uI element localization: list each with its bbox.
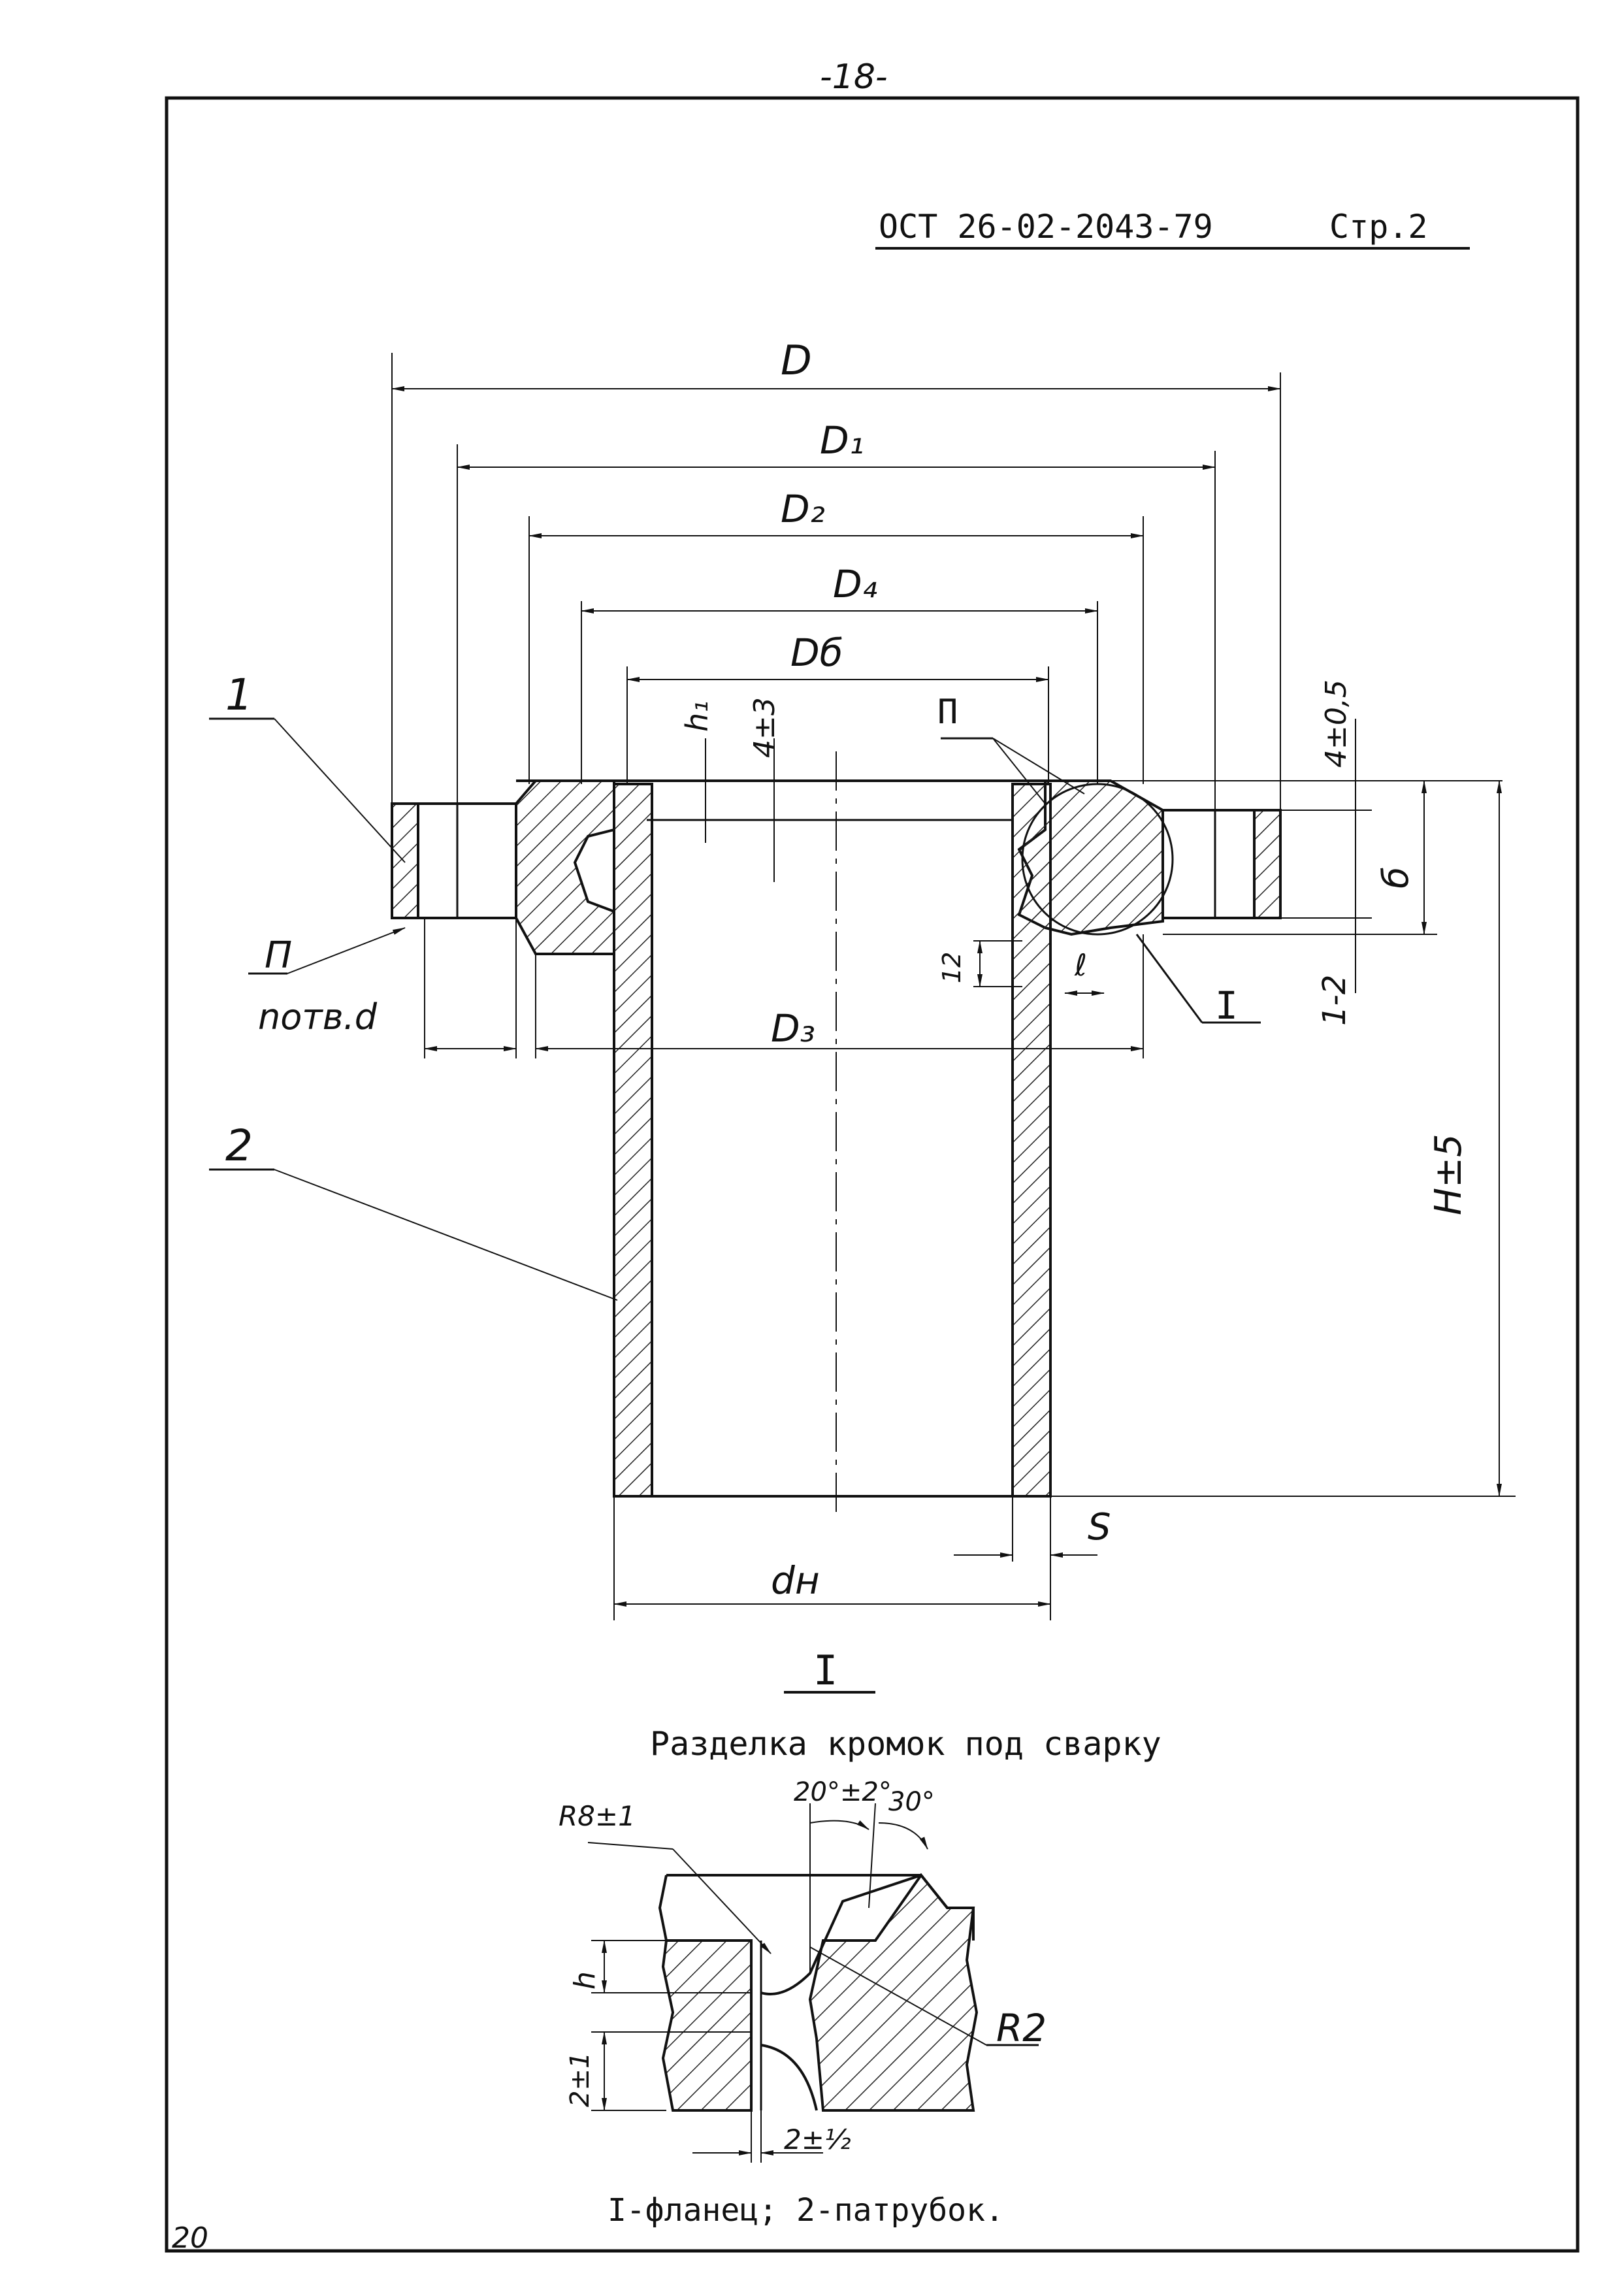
- dim-H: H±5: [1427, 1134, 1470, 1215]
- sheet-page: Стр.2: [1329, 208, 1428, 246]
- callout-weld-right: П: [937, 693, 958, 732]
- callout-weld-left: П: [265, 934, 293, 977]
- dim-12: 12: [937, 951, 966, 983]
- main-drawing: [209, 353, 1516, 1620]
- dim-1-2: 1-2: [1316, 974, 1353, 1026]
- standard-number: ОСТ 26-02-2043-79: [879, 208, 1213, 246]
- page-number: -18-: [820, 57, 888, 97]
- detail-label-h: h: [568, 1971, 602, 1990]
- dim-4-tol-left: 4±3: [748, 697, 781, 758]
- dim-l: ℓ: [1075, 947, 1088, 983]
- callout-part-2: 2: [225, 1121, 253, 1171]
- detail-title-mark: I: [813, 1647, 838, 1694]
- dim-4-tol-right: 4±0,5: [1320, 680, 1353, 768]
- dim-D1: D₁: [820, 418, 864, 463]
- detail-label-angle2: 30°: [888, 1787, 935, 1817]
- detail-caption: Разделка кромок под сварку: [650, 1725, 1161, 1763]
- dim-D: D: [781, 336, 812, 384]
- detail-label-R8: R8±1: [559, 1800, 636, 1832]
- detail-label-2-tol: 2±1: [565, 2052, 595, 2107]
- detail-label-gap: 2±½: [784, 2123, 851, 2155]
- dim-D4: D₄: [833, 562, 877, 606]
- legend-text: I-фланец; 2-патрубок.: [608, 2192, 1004, 2229]
- dim-D2: D₂: [781, 487, 825, 531]
- dim-D3: D₃: [771, 1006, 815, 1051]
- dim-holes: nотв.d: [258, 996, 377, 1038]
- frame-border: [165, 96, 1580, 2253]
- detail-label-R2: R2: [996, 2006, 1047, 2050]
- callout-detail-marker: I: [1215, 983, 1238, 1028]
- detail-label-angle1: 20°±2°: [794, 1777, 892, 1807]
- dim-S: S: [1088, 1506, 1111, 1548]
- callout-part-1: 1: [225, 670, 253, 720]
- dim-dn: dн: [771, 1558, 820, 1603]
- detail-drawing: [587, 1803, 1039, 2163]
- dim-h1: h₁: [679, 700, 715, 732]
- dim-b: б: [1375, 866, 1416, 889]
- dim-D6: Dб: [790, 631, 843, 675]
- sheet-number: 20: [172, 2221, 208, 2255]
